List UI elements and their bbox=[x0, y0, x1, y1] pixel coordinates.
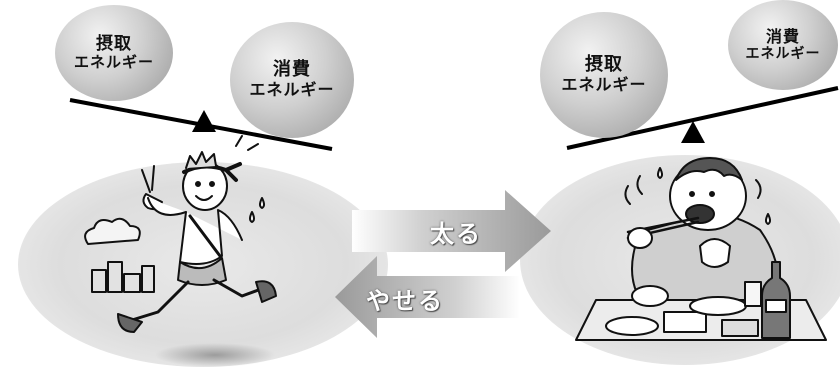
consumption-label-line2: エネルギー bbox=[745, 46, 821, 63]
consumption-label-line1: 消費 bbox=[765, 26, 800, 46]
left-consumption-energy-ball: 消費 エネルギー bbox=[230, 22, 354, 138]
gain-arrow-label: 太る bbox=[430, 220, 482, 248]
runner-leg-back bbox=[130, 280, 190, 322]
cloud-icon bbox=[84, 217, 141, 245]
consumption-label-line1: 消費 bbox=[273, 59, 311, 81]
sweat-drop-icon bbox=[249, 211, 255, 223]
eating-man-illustration bbox=[575, 157, 827, 341]
left-intake-energy-ball: 摂取 エネルギー bbox=[55, 5, 173, 101]
right-scale-pivot bbox=[681, 121, 705, 143]
consumption-label-line2: エネルギー bbox=[249, 80, 335, 100]
city-icon bbox=[91, 261, 155, 293]
runner-shoe-back bbox=[117, 313, 143, 333]
dish-plate-right bbox=[689, 296, 747, 316]
dish-box bbox=[663, 311, 707, 333]
runner-leg-front bbox=[212, 278, 266, 298]
runner-smile bbox=[195, 195, 213, 201]
dish-soup bbox=[631, 285, 669, 307]
runner-hair bbox=[185, 151, 217, 169]
eater-hair bbox=[675, 157, 743, 181]
lose-arrow-label: やせる bbox=[366, 287, 444, 315]
right-consumption-energy-ball: 消費 エネルギー bbox=[728, 0, 838, 90]
gain-arrow bbox=[352, 190, 551, 272]
right-scale-beam bbox=[566, 86, 839, 150]
sweat-drop-icon bbox=[657, 167, 663, 179]
lose-arrow bbox=[335, 256, 520, 338]
running-man-illustration bbox=[84, 135, 277, 333]
eater-hand bbox=[627, 227, 653, 249]
runner-shadow bbox=[155, 343, 275, 367]
left-scale-pivot bbox=[192, 110, 216, 132]
right-intake-energy-ball: 摂取 エネルギー bbox=[540, 12, 668, 138]
dish-plate-left bbox=[605, 316, 659, 336]
runner-shoe-front bbox=[255, 280, 277, 303]
dish-sushi bbox=[721, 319, 759, 337]
rice-bowl-icon bbox=[699, 238, 731, 268]
runner-body bbox=[147, 197, 243, 265]
intake-label-line1: 摂取 bbox=[96, 33, 132, 54]
intake-label-line2: エネルギー bbox=[561, 75, 647, 95]
intake-label-line1: 摂取 bbox=[585, 54, 623, 76]
glass-icon bbox=[744, 281, 762, 307]
intake-label-line2: エネルギー bbox=[73, 53, 154, 72]
